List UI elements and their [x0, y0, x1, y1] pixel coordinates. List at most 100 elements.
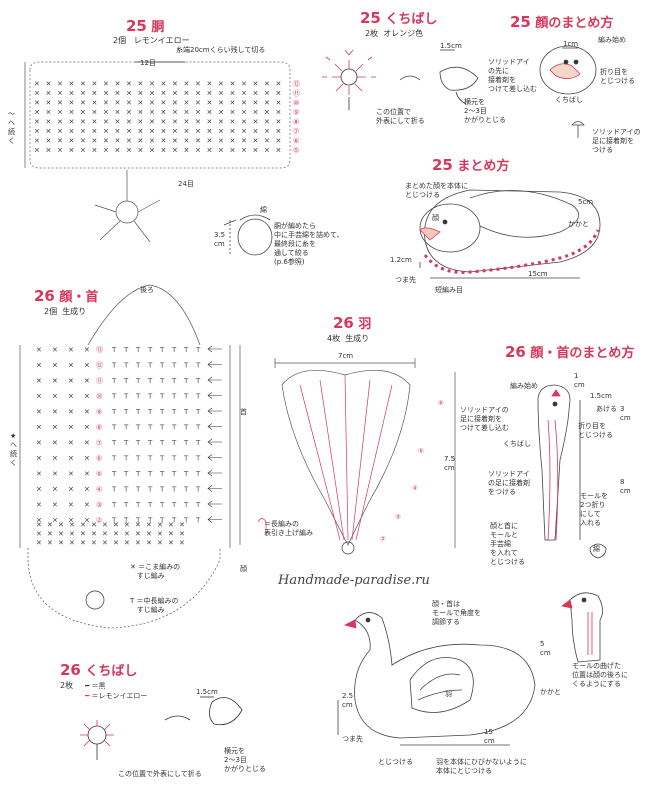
stitch-hdc: T [159, 455, 165, 463]
stitch-sc: ✕ [168, 521, 174, 529]
stitch-sc: ✕ [161, 137, 167, 145]
stitch-sc: ✕ [161, 128, 167, 136]
stitch-sc: ✕ [69, 80, 75, 88]
wing-legend: ＝長編みの表引き上げ編み [264, 520, 313, 538]
stitch-sc: ✕ [92, 80, 98, 88]
stitch-sc: ✕ [84, 424, 90, 432]
stitch-sc: ✕ [80, 530, 86, 538]
note-line: 横元を [464, 98, 485, 106]
stitch-sc: ✕ [135, 530, 141, 538]
stitch-sc: ✕ [276, 137, 282, 145]
round-number: ③ [96, 501, 102, 509]
stitch-hdc: T [159, 439, 165, 447]
stitch-sc: ✕ [138, 99, 144, 107]
round-number: ④ [96, 486, 102, 494]
stitch-sc: ✕ [46, 128, 52, 136]
stitch-sc: ✕ [36, 539, 42, 547]
stitch-sc: ✕ [168, 539, 174, 547]
stitch-hdc: T [147, 517, 153, 525]
stitch-sc: ✕ [241, 99, 247, 107]
stitch-sc: ✕ [276, 109, 282, 117]
stitch-sc: ✕ [58, 539, 64, 547]
stitch-hdc: T [111, 501, 117, 509]
wing-fan-26 [257, 358, 456, 555]
stitch-sc: ✕ [207, 90, 213, 98]
stitch-hdc: T [183, 377, 189, 385]
neck-chart-26 [19, 284, 241, 629]
stitch-sc: ✕ [138, 109, 144, 117]
stitch-sc: ✕ [124, 530, 130, 538]
stitch-sc: ✕ [68, 424, 74, 432]
stitch-sc: ✕ [195, 128, 201, 136]
stitch-sc: ✕ [124, 539, 130, 547]
stitch-sc: ✕ [230, 128, 236, 136]
stitch-hdc: T [159, 362, 165, 370]
stitch-sc: ✕ [69, 109, 75, 117]
stitch-sc: ✕ [103, 90, 109, 98]
stitch-sc: ✕ [84, 393, 90, 401]
stitch-sc: ✕ [146, 521, 152, 529]
row-arrow [207, 469, 222, 477]
round-number: ② [380, 535, 386, 543]
stuffing-ball [223, 214, 273, 256]
side-label-26: ★へ続く [10, 432, 17, 467]
note-line: 顔・首は [432, 600, 460, 608]
stitch-sc: ✕ [115, 128, 121, 136]
stitch-sc: ✕ [146, 530, 152, 538]
stitch-hdc: T [183, 501, 189, 509]
stitch-hdc: T [111, 517, 117, 525]
title-25-assembly: 25 まとめ方 [432, 156, 510, 174]
stitch-sc: ✕ [172, 109, 178, 117]
round-number: ⑧ [293, 118, 299, 126]
note-line: 胴が編めたら [274, 222, 316, 230]
stitch-sc: ✕ [126, 147, 132, 155]
stitch-sc: ✕ [230, 109, 236, 117]
stitch-sc: ✕ [135, 539, 141, 547]
stitch-sc: ✕ [161, 118, 167, 126]
stitch-sc: ✕ [69, 90, 75, 98]
stitch-sc: ✕ [91, 530, 97, 538]
stitch-sc: ✕ [52, 393, 58, 401]
stitch-sc: ✕ [126, 90, 132, 98]
note-line: 2つ折り [580, 501, 606, 509]
stitch-sc: ✕ [264, 80, 270, 88]
stitch-sc: ✕ [115, 99, 121, 107]
stitch-sc: ✕ [80, 118, 86, 126]
stitch-hdc: T [111, 362, 117, 370]
note-line: 表引き上げ編み [264, 529, 313, 537]
stitch-sc: ✕ [172, 147, 178, 155]
size-label: 1cm [563, 40, 579, 48]
body-stitch-grid: ✕✕✕✕✕✕✕✕✕✕✕✕✕✕✕✕✕✕✕✕✕✕⑫✕✕✕✕✕✕✕✕✕✕✕✕✕✕✕✕✕… [34, 80, 300, 155]
stitch-hdc: T [147, 439, 153, 447]
stitch-sc: ✕ [253, 109, 259, 117]
stitch-hdc: T [171, 362, 177, 370]
note-line: ソリッドアイ [488, 58, 530, 66]
note-line: かがりとじる [224, 765, 266, 773]
stitch-hdc: T [171, 346, 177, 354]
count: 2個 [113, 36, 127, 45]
beak-26 [80, 696, 243, 760]
stitch-sc: ✕ [138, 128, 144, 136]
stitch-sc: ✕ [184, 128, 190, 136]
stitch-sc: ✕ [172, 137, 178, 145]
stitch-sc: ✕ [52, 439, 58, 447]
stitch-sc: ✕ [115, 80, 121, 88]
round-number: ⑬ [96, 346, 103, 354]
note-line: ソリッドアイ [488, 470, 530, 478]
stitch-sc: ✕ [68, 455, 74, 463]
body-chart-25 [24, 61, 291, 169]
stitch-sc: ✕ [157, 521, 163, 529]
stitch-sc: ✕ [103, 118, 109, 126]
stitch-sc: ✕ [149, 118, 155, 126]
row-arrow [207, 361, 222, 368]
stitch-sc: ✕ [68, 439, 74, 447]
legend-row1: ✕ ＝こま編みの すじ編み [130, 563, 181, 580]
stitch-hdc: T [195, 377, 201, 385]
note-line: にして [580, 510, 601, 518]
swan-attach: とじつける [378, 758, 413, 766]
stitch-sc: ✕ [149, 137, 155, 145]
stitch-sc: ✕ [69, 147, 75, 155]
stitch-hdc: T [111, 455, 117, 463]
stitch-hdc: T [147, 486, 153, 494]
stitch-hdc: T [111, 486, 117, 494]
